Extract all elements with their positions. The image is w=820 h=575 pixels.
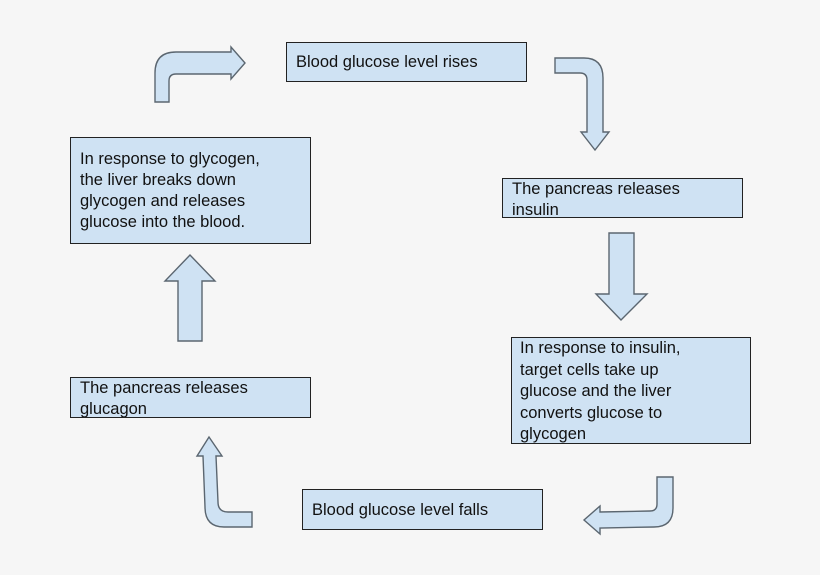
box-liver-releases-glucose: In response to glycogen, the liver break… (70, 137, 311, 244)
arrow-to-liver (163, 253, 217, 342)
box-pancreas-releases-insulin: The pancreas releases insulin (502, 178, 743, 218)
arrow-to-insulin (554, 57, 611, 152)
arrow-to-take-up (594, 232, 649, 321)
box-cells-take-up-glucose: In response to insulin, target cells tak… (511, 337, 751, 444)
arrow-to-rises (154, 45, 246, 103)
arrow-to-falls (582, 476, 674, 536)
box-glucose-falls: Blood glucose level falls (302, 489, 543, 530)
box-pancreas-releases-glucagon: The pancreas releases glucagon (70, 377, 311, 418)
arrow-to-glucagon (195, 435, 253, 528)
box-glucose-rises: Blood glucose level rises (286, 42, 527, 82)
